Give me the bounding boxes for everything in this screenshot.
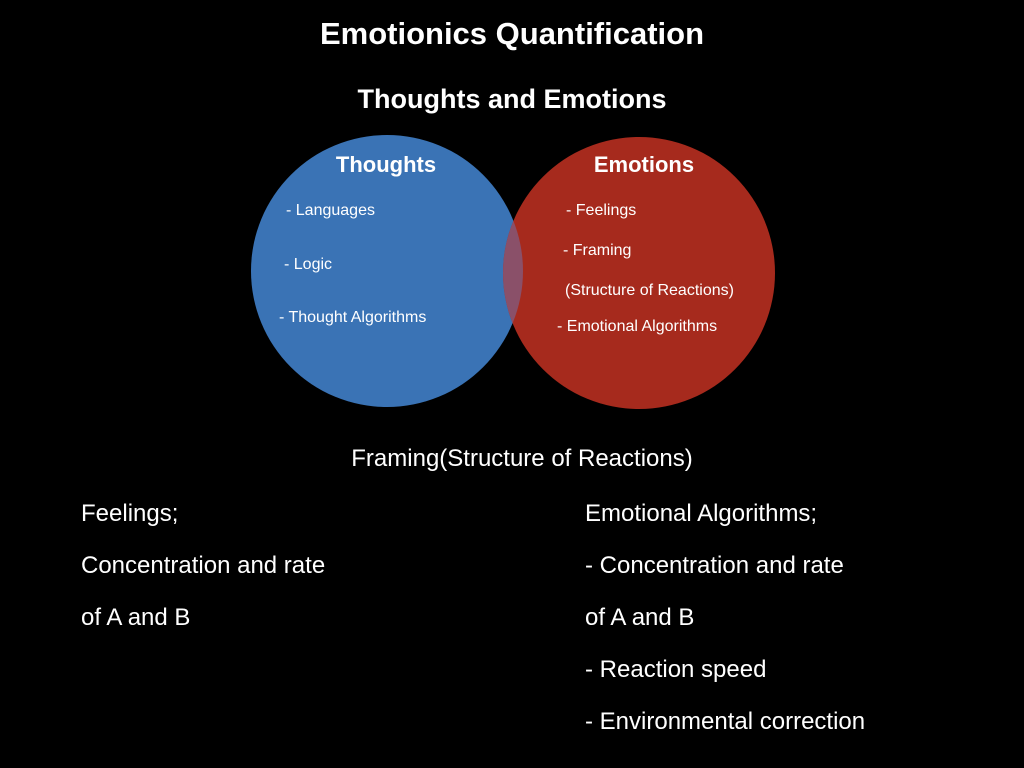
emotions-circle bbox=[503, 137, 775, 409]
thoughts-heading: Thoughts bbox=[336, 152, 436, 177]
thoughts-item: - Thought Algorithms bbox=[279, 309, 426, 326]
emotions-item: - Emotional Algorithms bbox=[557, 318, 717, 335]
thoughts-item: - Logic bbox=[284, 256, 332, 273]
algorithms-line: - Concentration and rate bbox=[585, 552, 844, 579]
feelings-line: Concentration and rate bbox=[81, 552, 326, 579]
feelings-line: of A and B bbox=[81, 604, 191, 631]
thoughts-circle bbox=[251, 135, 523, 407]
algorithms-line: - Reaction speed bbox=[585, 656, 767, 683]
algorithms-line: of A and B bbox=[585, 604, 695, 631]
emotions-item: - Feelings bbox=[566, 202, 636, 219]
slide-title: Emotionics Quantification bbox=[319, 16, 705, 51]
emotions-item: - Framing bbox=[563, 242, 631, 259]
emotions-item: (Structure of Reactions) bbox=[565, 282, 734, 299]
algorithms-line: Emotional Algorithms; bbox=[585, 500, 818, 527]
diagram-subtitle: Thoughts and Emotions bbox=[357, 84, 667, 114]
algorithms-line: - Environmental correction bbox=[585, 708, 866, 735]
thoughts-item: - Languages bbox=[286, 202, 375, 219]
feelings-line: Feelings; bbox=[81, 500, 179, 527]
emotions-heading: Emotions bbox=[594, 152, 694, 177]
framing-title: Framing(Structure of Reactions) bbox=[351, 445, 693, 472]
